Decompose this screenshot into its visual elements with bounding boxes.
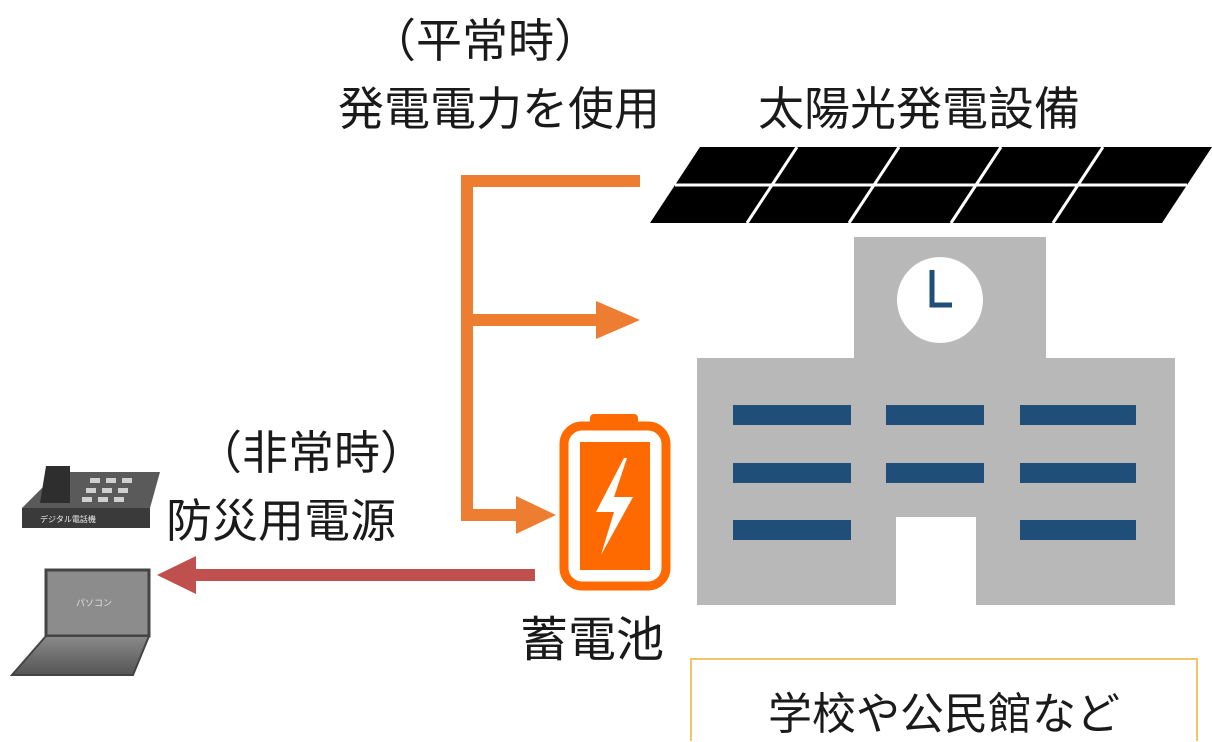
- solar-equipment-label: 太陽光発電設備: [758, 82, 1080, 136]
- normal-power-arrows: [461, 175, 640, 521]
- solar-panel-icon: [650, 146, 1212, 224]
- facility-label: 学校や公民館など: [768, 689, 1120, 740]
- pc-label: パソコン: [76, 598, 112, 609]
- lightning-bolt-icon: [596, 458, 633, 555]
- arrow-to-building: [596, 301, 640, 339]
- building-door: [896, 517, 976, 605]
- clock-icon: [897, 257, 983, 343]
- building-windows: [733, 405, 1136, 540]
- facility-caption-box: 学校や公民館など: [690, 658, 1198, 741]
- laptop-icon: パソコン: [9, 568, 151, 676]
- school-building-icon: [697, 237, 1175, 605]
- battery-label: 蓄電池: [520, 612, 665, 668]
- emergency-description: 防災用電源: [166, 494, 396, 548]
- battery-icon: [559, 414, 671, 591]
- emergency-power-arrow: [157, 556, 535, 594]
- phone-label: デジタル電話機: [40, 514, 96, 524]
- arrow-to-battery: [516, 496, 556, 534]
- emergency-heading: （非常時）: [196, 426, 426, 480]
- normal-time-description: 発電電力を使用: [338, 82, 660, 136]
- normal-time-heading: （平常時）: [370, 14, 600, 68]
- telephone-icon: デジタル電話機: [22, 466, 160, 528]
